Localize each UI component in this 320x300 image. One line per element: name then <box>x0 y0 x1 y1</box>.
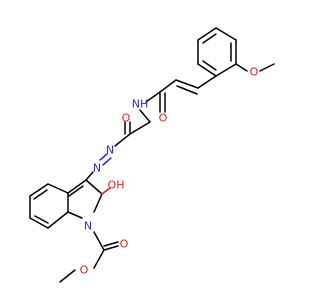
bond <box>129 121 151 135</box>
bond <box>159 79 177 93</box>
atom-o-ester-ether: O <box>80 264 89 277</box>
bond <box>101 187 111 195</box>
bond <box>93 249 105 269</box>
bond <box>85 171 94 181</box>
bond <box>215 27 237 41</box>
bond <box>67 211 83 219</box>
bond <box>85 179 103 195</box>
bond <box>103 241 119 247</box>
bond <box>93 193 103 213</box>
bond <box>197 63 217 77</box>
bond <box>175 79 199 89</box>
indole-ring <box>29 179 103 229</box>
bond <box>259 63 275 72</box>
bond-double-inner <box>68 185 84 197</box>
bond <box>235 63 248 72</box>
bond <box>145 91 161 103</box>
atom-n-azo-2: N <box>93 162 101 175</box>
bond <box>67 179 87 194</box>
atom-o-ester-carbonyl: O <box>120 238 129 251</box>
bond-double-inner <box>202 33 217 44</box>
bond-double-inner <box>33 189 48 200</box>
bond <box>59 269 76 283</box>
atom-n-indole: N <box>84 220 92 233</box>
bond-double-inner <box>176 85 198 95</box>
bond <box>114 133 131 147</box>
atom-o-hydrazide-carbonyl: O <box>122 112 131 125</box>
bond <box>139 109 151 123</box>
atom-o-amide-carbonyl: O <box>159 112 168 125</box>
atom-nh-amide: NH <box>132 98 149 111</box>
methoxyphenyl-ring <box>197 27 237 77</box>
bond <box>215 63 237 77</box>
atom-labels: O NH O O N N N OH O O <box>80 66 259 277</box>
atom-o-hydroxy: OH <box>108 179 125 192</box>
bond <box>103 245 119 251</box>
bond <box>197 75 217 89</box>
bond <box>47 183 69 194</box>
bond <box>29 217 49 229</box>
bond <box>47 211 69 229</box>
atom-n-azo-1: N <box>106 144 114 157</box>
bond <box>29 183 49 197</box>
bond <box>99 153 108 161</box>
bond-double-inner <box>34 215 49 224</box>
bond <box>197 27 217 41</box>
bond <box>93 231 105 251</box>
bond <box>102 157 112 166</box>
chemical-structure-diagram: O NH O O N N N OH O O <box>29 27 275 283</box>
atom-o-methoxy: O <box>250 66 259 79</box>
bond-double-inner <box>202 60 217 71</box>
